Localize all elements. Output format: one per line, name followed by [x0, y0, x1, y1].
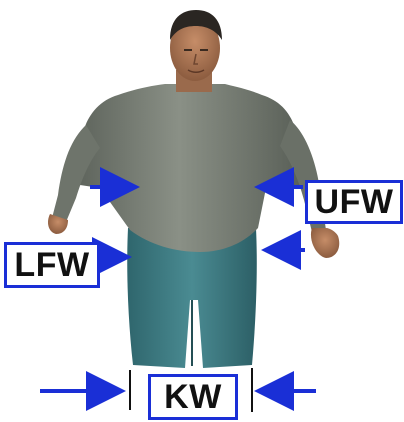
kw-label: KW — [148, 374, 238, 420]
right-hand — [311, 228, 339, 258]
shirt-torso — [80, 84, 300, 252]
ufw-label: UFW — [305, 180, 403, 224]
lfw-label: LFW — [4, 242, 100, 288]
